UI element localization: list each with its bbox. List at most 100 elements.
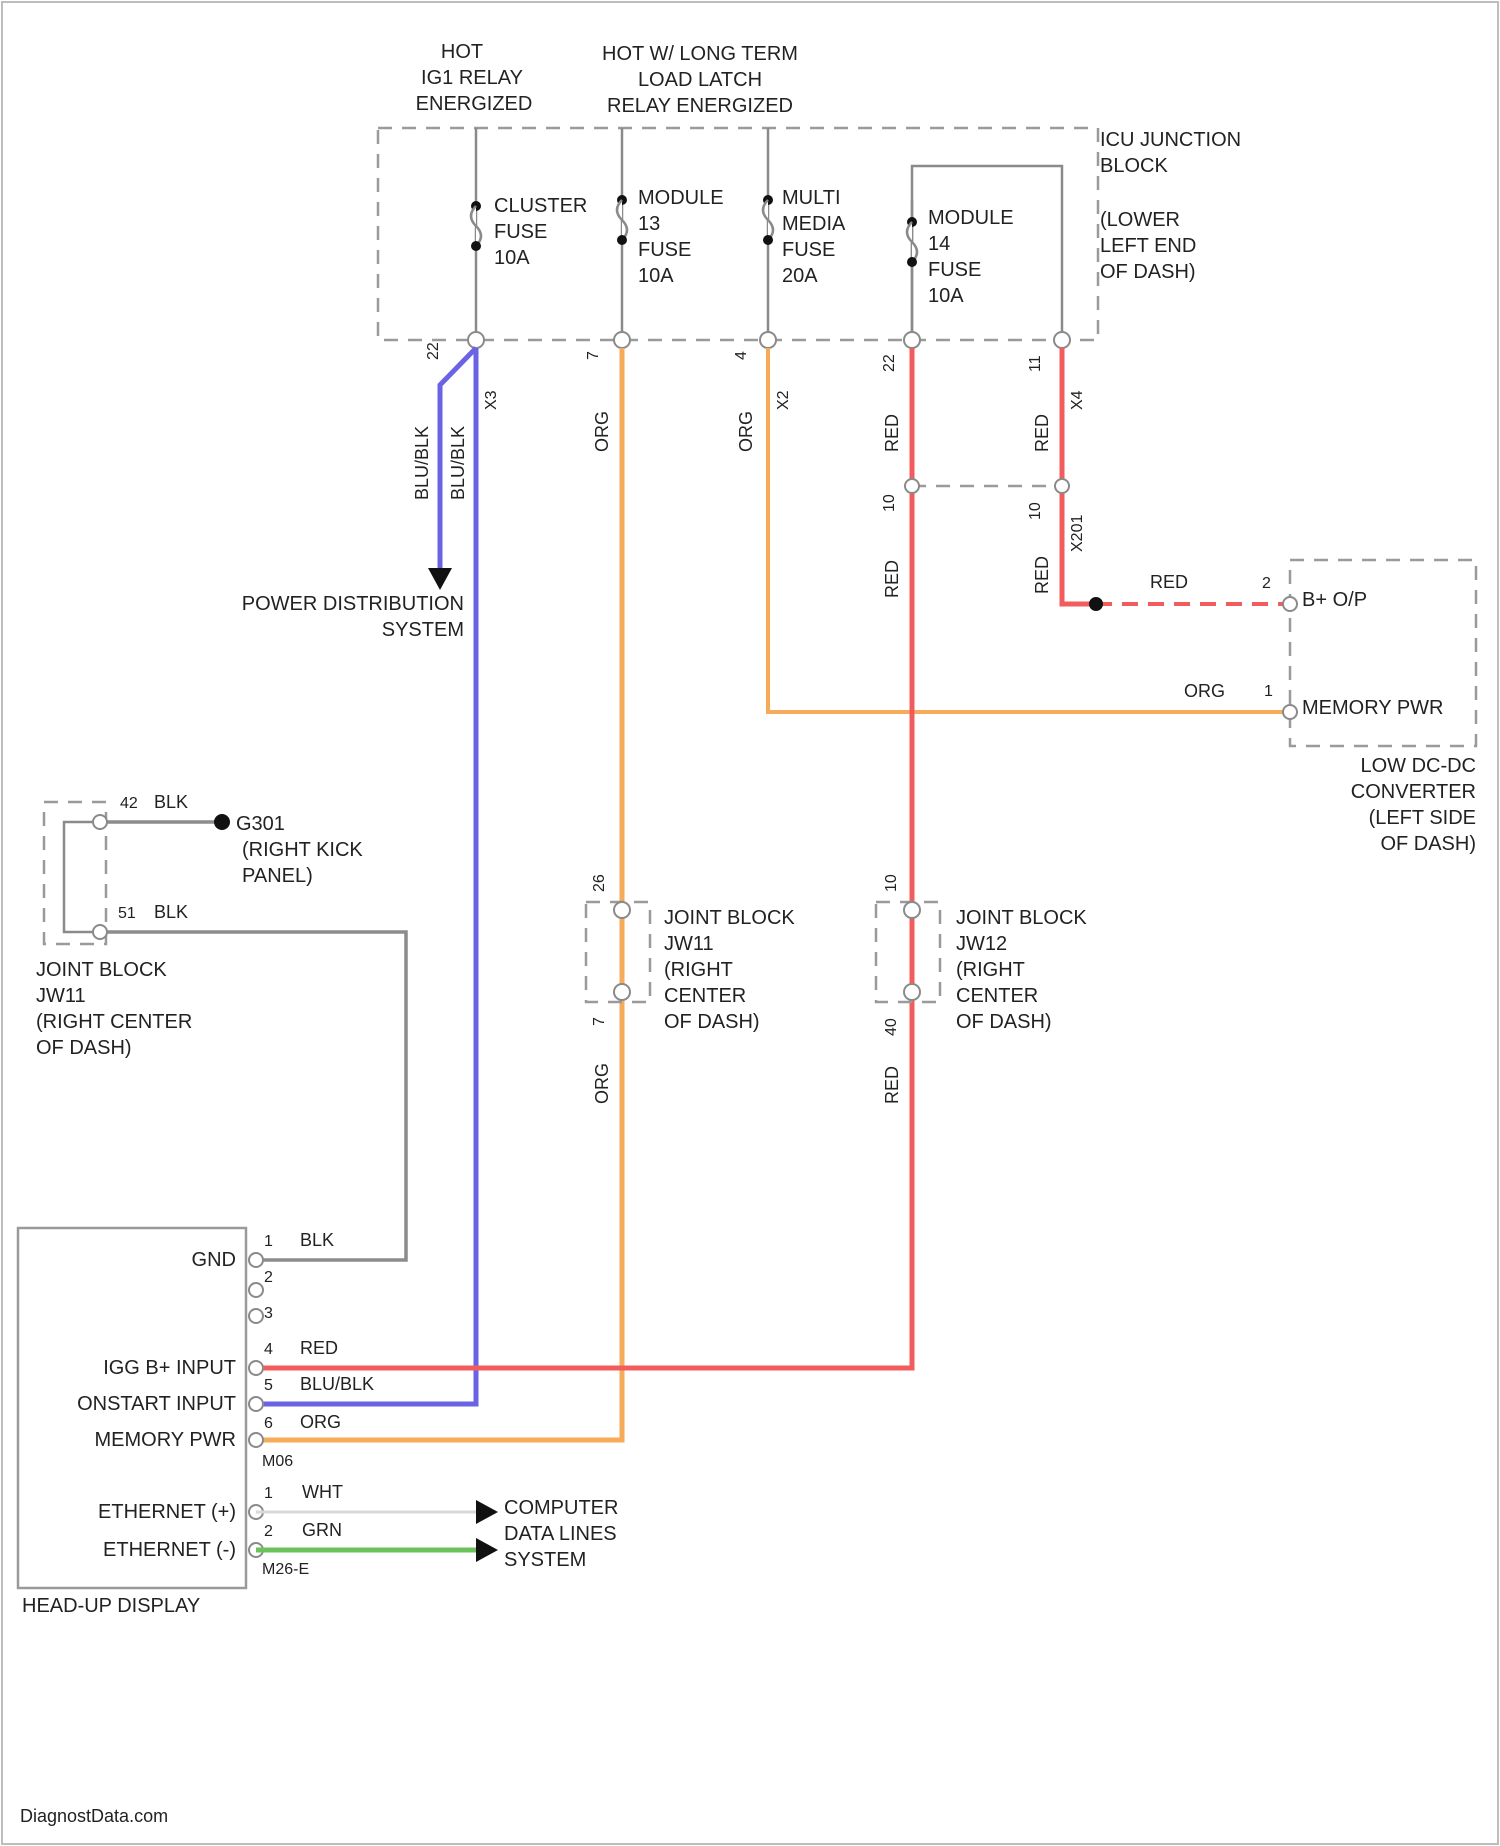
fuse-terminal bbox=[907, 257, 917, 267]
connector-terminal bbox=[249, 1433, 263, 1447]
arrow-icon bbox=[428, 568, 452, 590]
pin-number: 7 bbox=[591, 1017, 608, 1026]
pin-number: 7 bbox=[585, 351, 602, 360]
ground-internal-link bbox=[64, 822, 100, 932]
fuse-label-line: FUSE bbox=[494, 221, 547, 243]
connector-terminal bbox=[614, 902, 630, 918]
pin-number: 10 bbox=[881, 494, 898, 512]
wire-color-label: ORG bbox=[592, 411, 612, 452]
wire-color-label: RED bbox=[1032, 556, 1052, 594]
connector-id: M26-E bbox=[262, 1561, 309, 1578]
connector-terminal bbox=[249, 1309, 263, 1323]
pin-number: 4 bbox=[264, 1341, 273, 1358]
wire-color-label: ORG bbox=[300, 1412, 341, 1432]
joint-jw11-label: JOINT BLOCK JW11 (RIGHT CENTER OF DASH) bbox=[664, 907, 795, 1033]
fuse-label-line: FUSE bbox=[782, 239, 835, 261]
fuse-label-line: 14 bbox=[928, 233, 950, 255]
fuse-module14: MODULE 14 FUSE 10A bbox=[907, 200, 1014, 340]
arrow-icon bbox=[476, 1538, 498, 1562]
label-line: LOW DC-DC bbox=[1360, 755, 1476, 777]
pin-number: 3 bbox=[264, 1305, 273, 1322]
label-line: OF DASH) bbox=[956, 1011, 1052, 1033]
icu-label-line: BLOCK bbox=[1100, 155, 1168, 177]
source-line: ENERGIZED bbox=[416, 93, 533, 115]
hud-pin-label: ETHERNET (-) bbox=[103, 1539, 236, 1561]
computer-data-lines-label: COMPUTER DATA LINES SYSTEM bbox=[504, 1497, 618, 1571]
connector-terminal bbox=[614, 984, 630, 1000]
wire-color-label: GRN bbox=[302, 1520, 342, 1540]
fuse-icon bbox=[471, 206, 481, 246]
wire-color-label: BLU/BLK bbox=[412, 426, 432, 500]
fuse-icon bbox=[763, 200, 773, 240]
label-line: OF DASH) bbox=[36, 1037, 132, 1059]
pin-number: 6 bbox=[264, 1415, 273, 1432]
fuse-label-line: FUSE bbox=[638, 239, 691, 261]
connector-terminal bbox=[904, 332, 920, 348]
label-line: JOINT BLOCK bbox=[36, 959, 167, 981]
wire-color-label: WHT bbox=[302, 1482, 343, 1502]
pin-number: 26 bbox=[591, 874, 608, 892]
label-line: G301 bbox=[236, 813, 285, 835]
connector-terminal bbox=[904, 984, 920, 1000]
fuse-terminal bbox=[763, 235, 773, 245]
hud-name: HEAD-UP DISPLAY bbox=[22, 1595, 200, 1617]
fuse-label-line: FUSE bbox=[928, 259, 981, 281]
fuse-label-line: 10A bbox=[928, 285, 964, 307]
pin-number: 1 bbox=[1264, 683, 1273, 700]
ground-g301-label: G301 (RIGHT KICK PANEL) bbox=[236, 813, 363, 887]
pin-number: 22 bbox=[425, 342, 442, 360]
fuse-terminal bbox=[471, 241, 481, 251]
connector-terminal bbox=[1054, 332, 1070, 348]
wire-color-label: RED bbox=[882, 560, 902, 598]
label-line: (RIGHT bbox=[664, 959, 733, 981]
connector-terminal bbox=[249, 1253, 263, 1267]
fuse-label-line: MODULE bbox=[928, 207, 1014, 229]
fuse-label-line: MODULE bbox=[638, 187, 724, 209]
connector-id: X4 bbox=[1069, 390, 1086, 410]
wire-color-label: RED bbox=[1150, 572, 1188, 592]
source-hot-long-term: HOT W/ LONG TERM LOAD LATCH RELAY ENERGI… bbox=[602, 43, 798, 117]
fuse-cluster: CLUSTER FUSE 10A bbox=[471, 195, 587, 269]
hud-pin-label: GND bbox=[192, 1249, 236, 1271]
label-line: JW12 bbox=[956, 933, 1007, 955]
label-line: CONVERTER bbox=[1351, 781, 1476, 803]
connector-terminal bbox=[249, 1361, 263, 1375]
label-line: DATA LINES bbox=[504, 1523, 617, 1545]
label-line: CENTER bbox=[664, 985, 746, 1007]
joint-jw12-label: JOINT BLOCK JW12 (RIGHT CENTER OF DASH) bbox=[956, 907, 1087, 1033]
icu-label-line: LEFT END bbox=[1100, 235, 1196, 257]
fuse-label-line: MEDIA bbox=[782, 213, 846, 235]
arrow-icon bbox=[476, 1500, 498, 1524]
hud-pin-label: IGG B+ INPUT bbox=[103, 1357, 236, 1379]
wire-color-label: RED bbox=[300, 1338, 338, 1358]
label-line: OF DASH) bbox=[1380, 833, 1476, 855]
ground-joint-label: JOINT BLOCK JW11 (RIGHT CENTER OF DASH) bbox=[36, 959, 192, 1059]
wire-color-label: RED bbox=[882, 414, 902, 452]
source-line: LOAD LATCH bbox=[638, 69, 762, 91]
source-line: RELAY ENERGIZED bbox=[607, 95, 793, 117]
pin-number: 40 bbox=[883, 1018, 900, 1036]
hud-pin-label: MEMORY PWR bbox=[95, 1429, 237, 1451]
connector-id: X2 bbox=[775, 390, 792, 410]
icu-label-line: ICU JUNCTION bbox=[1100, 129, 1241, 151]
label-line: JOINT BLOCK bbox=[956, 907, 1087, 929]
wire-color-label: RED bbox=[1032, 414, 1052, 452]
pin-number: 51 bbox=[118, 905, 136, 922]
pin-number: 10 bbox=[883, 874, 900, 892]
connector-terminal bbox=[905, 479, 919, 493]
connector-terminal bbox=[1283, 597, 1297, 611]
connector-id: M06 bbox=[262, 1453, 293, 1470]
label-line: JOINT BLOCK bbox=[664, 907, 795, 929]
label-line: (RIGHT CENTER bbox=[36, 1011, 192, 1033]
label-line: JW11 bbox=[36, 985, 86, 1007]
label-line: PANEL) bbox=[242, 865, 313, 887]
fuse-label-line: 20A bbox=[782, 265, 818, 287]
pin-number: 1 bbox=[264, 1233, 273, 1250]
power-distribution-label: POWER DISTRIBUTION SYSTEM bbox=[242, 593, 464, 641]
label-line: POWER DISTRIBUTION bbox=[242, 593, 464, 615]
label-line: CENTER bbox=[956, 985, 1038, 1007]
wire-color-label: ORG bbox=[592, 1063, 612, 1104]
connector-terminal bbox=[1055, 479, 1069, 493]
pin-number: 5 bbox=[264, 1377, 273, 1394]
